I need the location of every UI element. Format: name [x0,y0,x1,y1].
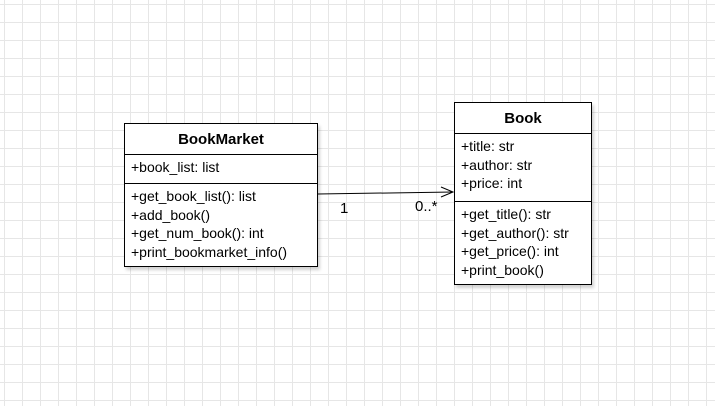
attribute-item: +title: str [461,138,515,154]
methods-section: +get_title(): str +get_author(): str +ge… [455,201,591,282]
method-item: +get_book_list(): list [131,188,256,204]
attribute-item: +author: str [461,156,533,173]
method-item: +get_num_book(): int [131,225,264,241]
class-book[interactable]: Book +title: str +author: str +price: in… [454,102,592,285]
method-item: +get_author(): str [461,224,569,241]
methods-section: +get_book_list(): list +add_book() +get_… [125,183,317,264]
attributes-section: +title: str +author: str +price: int [455,134,591,201]
method-item: +print_book() [461,261,544,278]
class-bookmarket[interactable]: BookMarket +book_list: list +get_book_li… [124,123,318,267]
source-multiplicity: 1 [340,200,349,217]
method-item: +print_bookmarket_info() [131,243,288,260]
method-item: +get_price(): int [461,243,559,259]
attributes-section: +book_list: list [125,155,317,183]
attribute-item: +price: int [461,175,523,191]
class-name: BookMarket [125,124,317,155]
method-item: +get_title(): str [461,206,551,222]
target-multiplicity: 0..* [415,198,438,215]
method-item: +add_book() [131,206,211,223]
association-line[interactable] [317,191,454,195]
open-arrowhead-icon [440,186,455,198]
class-name: Book [455,103,591,134]
attribute-item: +book_list: list [131,159,220,175]
